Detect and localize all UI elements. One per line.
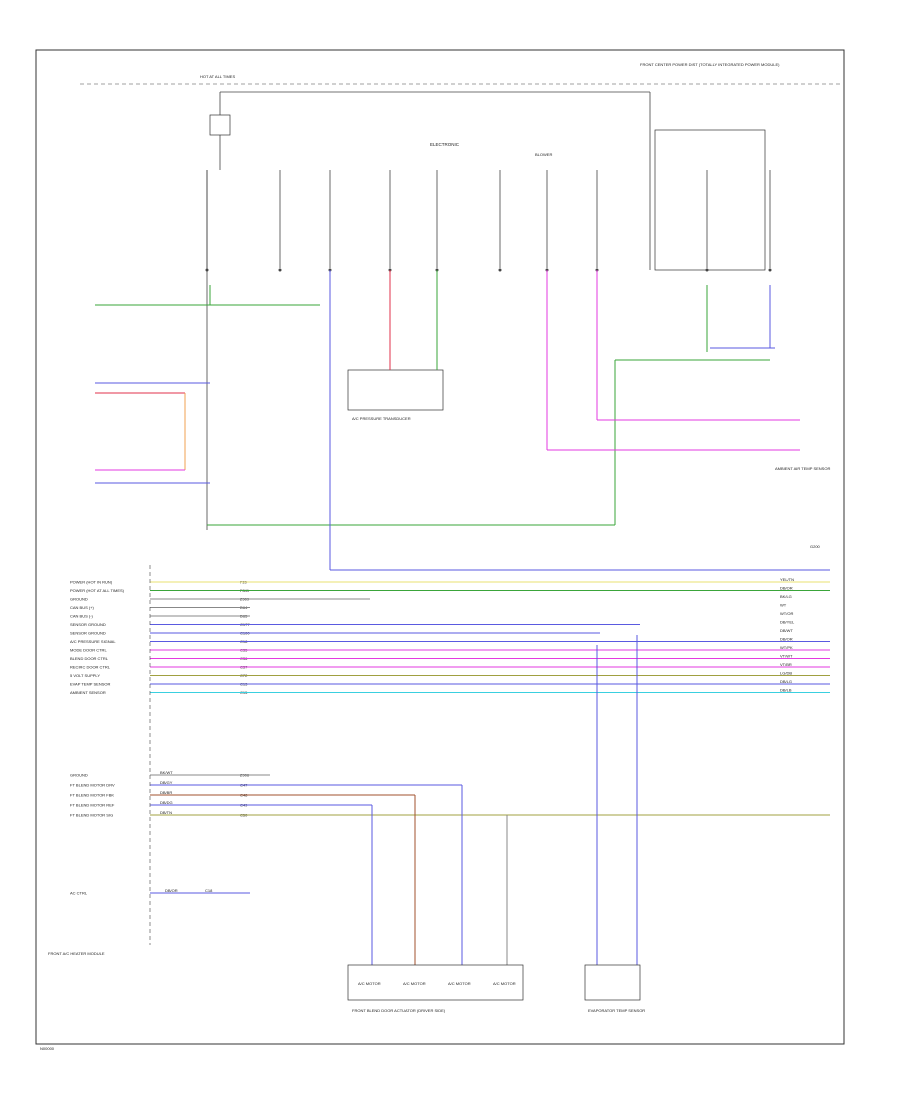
row-a-name: MODE DOOR CTRL	[70, 648, 107, 653]
row-c-color: DB/OR	[165, 888, 178, 893]
actuator-labels: A/C MOTOR A/C MOTOR A/C MOTOR A/C MOTOR	[358, 981, 516, 986]
row-a-name: BLEND DOOR CTRL	[70, 656, 109, 661]
row-b-color: DB/BR	[160, 790, 172, 795]
actuator-label: A/C MOTOR	[403, 981, 426, 986]
row-a-color: LG/DB	[780, 671, 792, 676]
connector-rows-c: AC CTRL DB/OR C18	[70, 888, 250, 896]
ambient-sensor-label: AMBIENT AIR TEMP SENSOR	[775, 466, 830, 471]
row-a-name: A/C PRESSURE SIGNAL	[70, 639, 116, 644]
row-a-name: EVAP TEMP SENSOR	[70, 682, 110, 687]
hot-at-all-times-label: HOT AT ALL TIMES	[200, 74, 235, 79]
evaporator-sensor-box	[584, 964, 641, 1001]
upper-pin	[205, 268, 209, 272]
row-a-name: RECIRC DOOR CTRL	[70, 665, 111, 670]
blend-door-actuator-box	[347, 964, 524, 1001]
row-a-name: GROUND	[70, 597, 88, 602]
row-b-name: FT BLEND MOTOR FBK	[70, 793, 114, 798]
diagram-frame	[35, 49, 845, 1045]
row-b-name: FT BLEND MOTOR DRV	[70, 783, 115, 788]
blower-label: BLOWER	[535, 152, 552, 157]
row-a-color: DB/LB	[780, 688, 792, 693]
power-dist-label: FRONT CENTER POWER DIST (TOTALLY INTEGRA…	[640, 62, 780, 67]
row-a-name: CAN BUS (-)	[70, 614, 94, 619]
row-b-name: FT BLEND MOTOR REF	[70, 803, 115, 808]
row-a-color: WT	[780, 603, 787, 608]
upper-pin	[278, 268, 282, 272]
row-c-name: AC CTRL	[70, 891, 88, 896]
row-c-code: C18	[205, 888, 213, 893]
row-a-color: DB/YEL	[780, 620, 795, 625]
row-a-color: VT/BR	[780, 662, 792, 667]
row-a-color: VT/WT	[780, 654, 793, 659]
evaporator-sensor-label: EVAPORATOR TEMP SENSOR	[588, 1008, 645, 1013]
ac-pressure-label: A/C PRESSURE TRANSDUCER	[352, 416, 411, 421]
row-a-name: AMBIENT SENSOR	[70, 690, 106, 695]
row-a-color: YEL/TN	[780, 577, 794, 582]
fuse-left-box	[209, 114, 231, 136]
relay-block	[654, 129, 766, 271]
row-b-color: DB/DG	[160, 800, 173, 805]
footer-code: N00000	[40, 1046, 55, 1051]
row-a-color: DB/OR	[780, 586, 793, 591]
upper-connector-pins	[205, 170, 772, 272]
upper-pin	[705, 268, 709, 272]
row-a-color: DB/OR	[780, 637, 793, 642]
row-a-name: SENSOR GROUND	[70, 622, 106, 627]
actuator-label: A/C MOTOR	[493, 981, 516, 986]
upper-pin	[498, 268, 502, 272]
row-a-name: POWER (HOT AT ALL TIMES)	[70, 588, 125, 593]
ac-pressure-transducer-box	[347, 369, 444, 411]
row-a-color: DB/WT	[780, 628, 793, 633]
actuator-label: A/C MOTOR	[358, 981, 381, 986]
g200-label: G200	[810, 544, 821, 549]
actuator-group-label: FRONT BLEND DOOR ACTUATOR (DRIVER SIDE)	[352, 1008, 446, 1013]
row-b-name: FT BLEND MOTOR SIG	[70, 813, 113, 818]
row-a-color: WT/PK	[780, 645, 793, 650]
row-b-color: BK/WT	[160, 770, 173, 775]
row-a-name: CAN BUS (+)	[70, 605, 95, 610]
row-b-name: GROUND	[70, 773, 88, 778]
front-ac-heater-module-label: FRONT A/C HEATER MODULE	[48, 951, 105, 956]
row-a-name: 5 VOLT SUPPLY	[70, 673, 100, 678]
upper-pin	[768, 268, 772, 272]
electronic-module-label: ELECTRONIC	[430, 142, 460, 147]
row-a-name: SENSOR GROUND	[70, 631, 106, 636]
row-a-name: POWER (HOT IN RUN)	[70, 580, 113, 585]
actuator-label: A/C MOTOR	[448, 981, 471, 986]
row-a-color: DB/LG	[780, 679, 792, 684]
row-a-color: WT/OR	[780, 611, 793, 616]
row-b-color: DB/GY	[160, 780, 173, 785]
row-a-color: BK/LG	[780, 594, 792, 599]
row-b-color: DB/TN	[160, 810, 172, 815]
